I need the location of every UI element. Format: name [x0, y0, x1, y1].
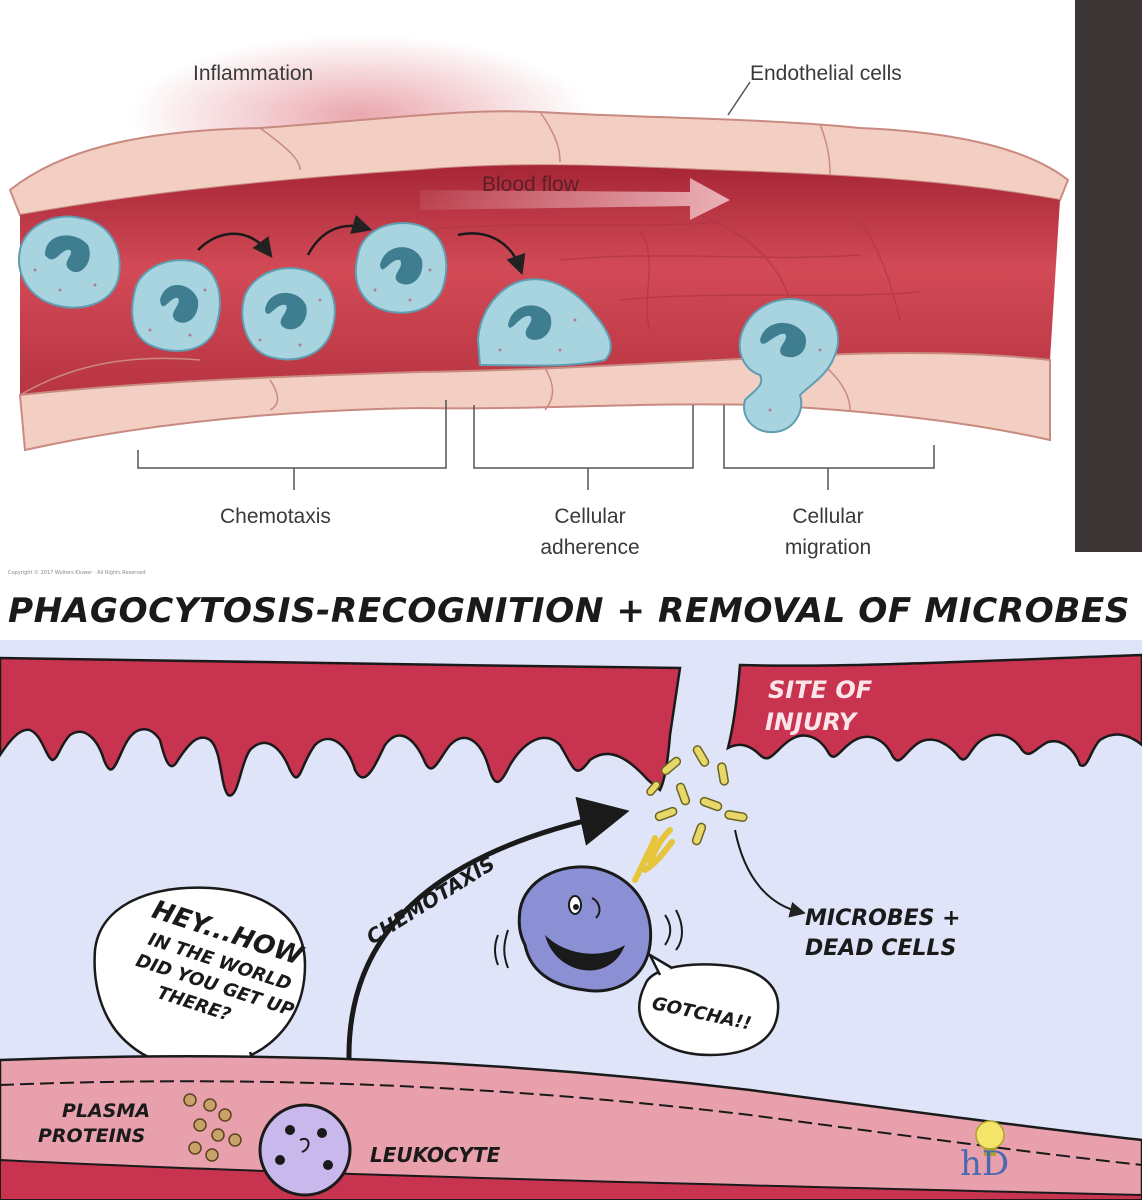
bracket-adherence: [473, 405, 694, 490]
leukocyte-label: LEUKOCYTE: [370, 1143, 501, 1167]
movement-arrow-3: [457, 232, 526, 276]
microbes-cluster: [646, 745, 748, 846]
microbes-label-line1: MICROBES +: [805, 906, 961, 931]
blood-vessel-drips: [0, 656, 682, 797]
blood-flow-arrow: [420, 178, 730, 220]
label-migration-line2: migration: [785, 536, 871, 559]
leukocyte-1: [18, 215, 121, 309]
leukocyte-character: [258, 1103, 352, 1197]
leukocyte-5: [476, 278, 612, 367]
comic-panel: PHAGOCYTOSIS-RECOGNITION + REMOVAL OF MI…: [0, 578, 1142, 1200]
label-blood-flow: Blood flow: [482, 173, 580, 196]
label-adherence-line2: adherence: [540, 536, 639, 559]
site-of-injury-line2: INJURY: [765, 708, 859, 736]
leukocyte-4: [354, 222, 448, 314]
plasma-proteins-line2: PROTEINS: [38, 1125, 145, 1147]
bracket-chemotaxis: [137, 400, 447, 490]
site-of-injury-line1: SITE OF: [768, 676, 873, 704]
movement-arrow-1: [197, 232, 273, 258]
gotcha-speech-bubble: GOTCHA!!: [637, 951, 780, 1057]
microbes-arrow: [734, 829, 806, 918]
leukocyte-2: [131, 259, 221, 352]
movement-arrow-2: [306, 214, 373, 256]
copyright-text: Copyright © 2017 Wolters Kluwer · All Ri…: [8, 569, 146, 576]
comic-title: PHAGOCYTOSIS-RECOGNITION + REMOVAL OF MI…: [8, 591, 1130, 631]
label-chemotaxis: Chemotaxis: [220, 505, 331, 528]
leukocyte-6: [738, 298, 840, 434]
phagocyte-character: [494, 827, 683, 993]
label-migration-line1: Cellular: [792, 505, 863, 528]
leukocyte-3: [241, 267, 336, 361]
chemotaxis-arrow: [346, 796, 630, 1081]
plasma-protein-dots: [183, 1093, 242, 1162]
upper-vessel-wall: [8, 110, 1070, 217]
plasma-proteins-line1: PLASMA: [62, 1100, 150, 1122]
label-endothelial-cells: Endothelial cells: [750, 62, 902, 85]
hd-logo: hD: [960, 1120, 1009, 1184]
logo-text: hD: [960, 1144, 1009, 1184]
label-adherence-line1: Cellular: [554, 505, 625, 528]
bracket-migration: [723, 405, 935, 490]
label-inflammation: Inflammation: [193, 62, 313, 85]
side-bar: [1075, 0, 1142, 552]
hey-speech-bubble: HEY...HOW IN THE WORLD DID YOU GET UP TH…: [93, 886, 307, 1086]
endothelial-leader: [727, 81, 751, 116]
vessel-panel: Inflammation Endothelial cells Blood flo…: [0, 0, 1142, 576]
blood-vessel-drips-right: [726, 653, 1142, 768]
microbes-label-line2: DEAD CELLS: [805, 936, 956, 961]
